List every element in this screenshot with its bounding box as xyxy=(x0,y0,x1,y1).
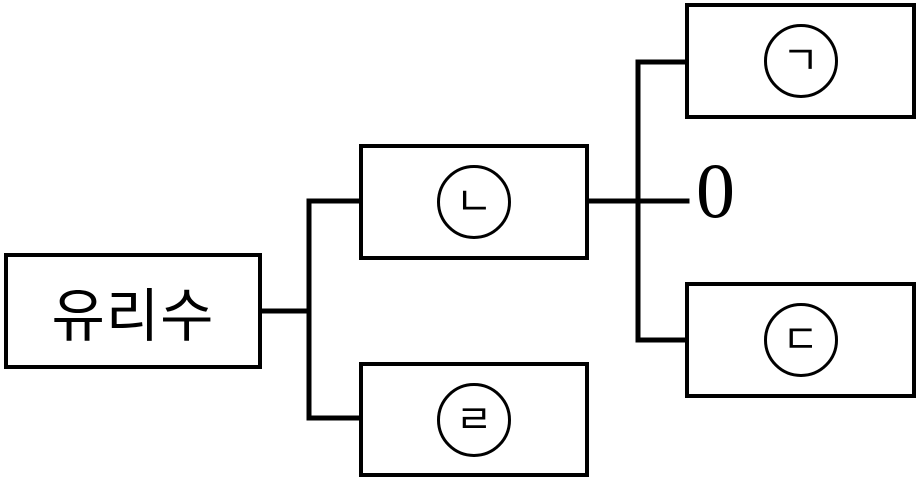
circled-label-d: ㄷ xyxy=(763,303,838,377)
circled-label-n: ㄴ xyxy=(437,165,511,239)
node-box-g: ㄱ xyxy=(685,3,916,119)
node-box-n: ㄴ xyxy=(359,144,589,260)
zero-label: 0 xyxy=(696,147,735,234)
root-label: 유리수 xyxy=(51,282,215,350)
node-box-d: ㄷ xyxy=(685,282,916,398)
circled-label-g: ㄱ xyxy=(763,24,838,98)
circled-label-r: ㄹ xyxy=(437,382,511,457)
root-box: 유리수 xyxy=(4,253,262,369)
node-box-r: ㄹ xyxy=(359,362,589,477)
